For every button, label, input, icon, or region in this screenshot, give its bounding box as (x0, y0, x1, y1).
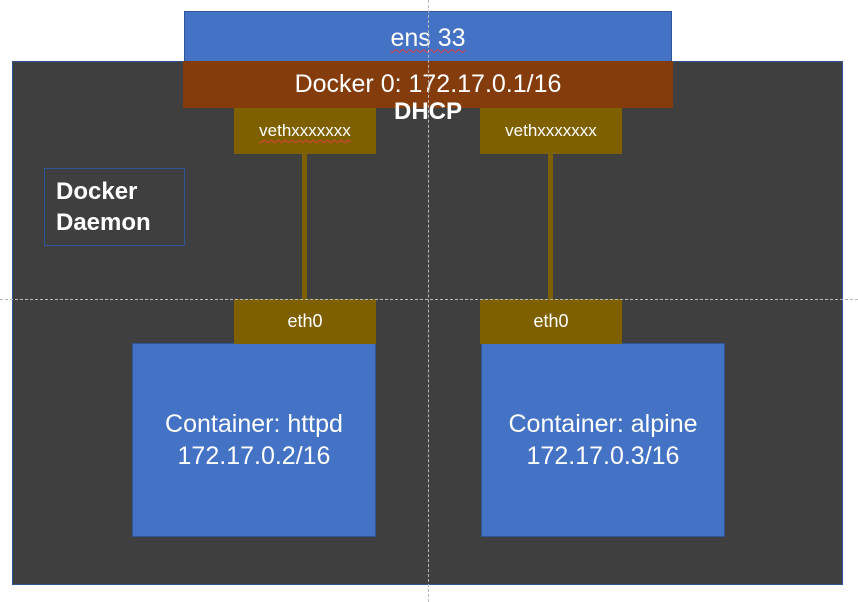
eth0-label-1: eth0 (287, 311, 323, 331)
vertical-guide-line (428, 0, 429, 602)
container-httpd-ip: 172.17.0.2/16 (177, 442, 331, 470)
docker-daemon-line2: Daemon (56, 209, 151, 236)
container-httpd: Container: httpd 172.17.0.2/16 (132, 343, 376, 537)
docker0-label: Docker 0: 172.17.0.1/16 (294, 70, 562, 98)
eth0-interface-1: eth0 (234, 299, 376, 344)
veth-link-2 (548, 154, 553, 300)
docker-daemon-label: Docker Daemon (44, 168, 185, 246)
veth-interface-2: vethxxxxxxx (480, 108, 622, 154)
veth-label-1: vethxxxxxxx (259, 121, 351, 140)
eth0-label-2: eth0 (533, 311, 569, 331)
veth-label-2: vethxxxxxxx (505, 121, 597, 140)
horizontal-guide-line (0, 299, 858, 300)
container-alpine: Container: alpine 172.17.0.3/16 (481, 343, 725, 537)
container-httpd-name: Container: httpd (165, 410, 343, 438)
container-alpine-name: Container: alpine (508, 410, 698, 438)
veth-interface-1: vethxxxxxxx (234, 108, 376, 154)
container-alpine-ip: 172.17.0.3/16 (526, 442, 680, 470)
veth-link-1 (302, 154, 307, 300)
eth0-interface-2: eth0 (480, 299, 622, 344)
docker-daemon-line1: Docker (56, 178, 138, 205)
dhcp-label: DHCP (393, 98, 462, 125)
